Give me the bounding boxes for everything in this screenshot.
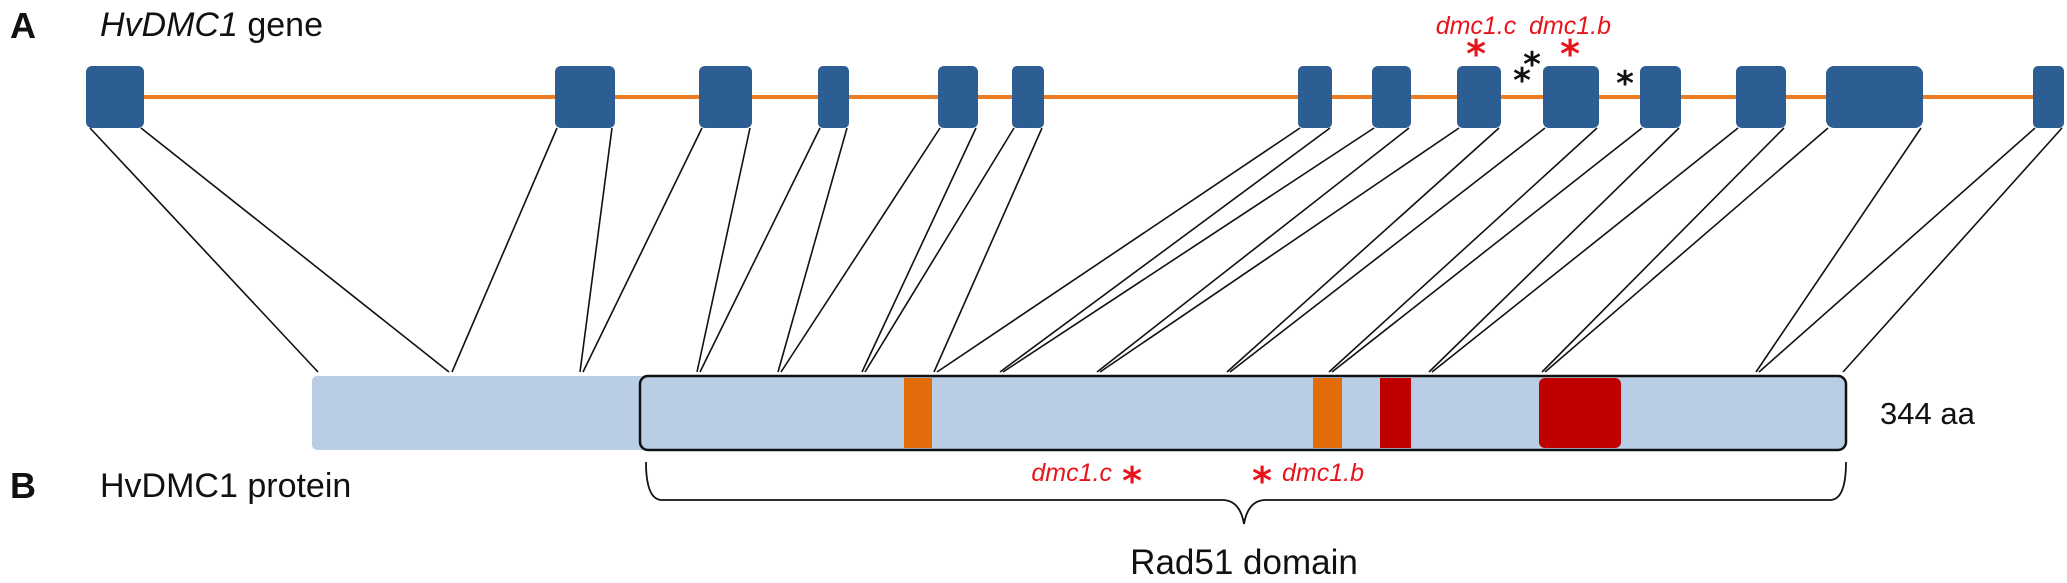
protein-mutation-label-dmc1b: dmc1.b <box>1282 459 1364 487</box>
connector-line <box>1431 127 1739 373</box>
connector-line <box>1544 127 1829 373</box>
exon-12 <box>1736 66 1786 128</box>
gene-mutation-label-dmc1b: dmc1.b <box>1529 12 1611 40</box>
connector-line <box>1758 127 2036 373</box>
connector-line <box>936 127 1301 373</box>
connector-line <box>1328 127 1598 373</box>
connector-line <box>1428 127 1680 373</box>
connector-line <box>89 127 319 373</box>
protein-star-dmc1c: * <box>1122 459 1142 503</box>
gene-star-black-2: * <box>1513 61 1531 101</box>
connector-line <box>864 127 1015 373</box>
connector-line <box>451 127 558 373</box>
exon-10 <box>1543 66 1599 128</box>
gene-star-dmc1b: * <box>1560 32 1580 76</box>
gene-star-black-1: * <box>1523 45 1541 85</box>
protein-length-label: 344 aa <box>1880 396 1976 431</box>
exon-7 <box>1298 66 1332 128</box>
protein-star-dmc1b: * <box>1252 459 1272 503</box>
red-motif-1 <box>1380 378 1411 448</box>
connector-line <box>140 127 450 373</box>
exon-11 <box>1640 66 1681 128</box>
exon-8 <box>1372 66 1411 128</box>
exon-5 <box>938 66 978 128</box>
connector-line <box>1229 127 1546 373</box>
connector-line <box>933 127 1043 373</box>
gene-star-dmc1c: * <box>1466 32 1486 76</box>
red-motif-2 <box>1539 378 1621 448</box>
orange-motif-1 <box>904 378 932 448</box>
exon-14 <box>2033 66 2064 128</box>
gene-title-suffix: gene <box>238 6 323 44</box>
rad51-domain-region <box>638 374 1848 452</box>
gene-mutation-label-dmc1c: dmc1.c <box>1436 12 1517 40</box>
exon-protein-connectors <box>89 127 2063 373</box>
exon-4 <box>818 66 849 128</box>
connector-line <box>1755 127 1922 373</box>
connector-line <box>1002 127 1375 373</box>
protein-mutation-label-dmc1c: dmc1.c <box>1031 459 1112 487</box>
exon-group <box>86 66 2064 128</box>
connector-line <box>999 127 1331 373</box>
exon-6 <box>1012 66 1044 128</box>
protein-title: HvDMC1 protein <box>100 467 351 505</box>
orange-motif-2 <box>1313 378 1342 448</box>
gene-title: HvDMC1 gene <box>100 6 323 44</box>
connector-line <box>777 127 848 373</box>
panel-a-letter: A <box>10 5 36 46</box>
connector-line <box>1226 127 1500 373</box>
exon-9 <box>1457 66 1501 128</box>
connector-line <box>579 127 613 373</box>
gene-star-black-3: * <box>1616 64 1634 104</box>
protein-n-terminal-region <box>312 376 652 450</box>
domain-brace <box>645 461 1847 525</box>
connector-line <box>699 127 821 373</box>
connector-line <box>780 127 941 373</box>
exon-1 <box>86 66 144 128</box>
connector-line <box>1541 127 1785 373</box>
connector-line <box>1096 127 1410 373</box>
panel-b-letter: B <box>10 465 36 506</box>
gene-name: HvDMC1 <box>100 6 238 44</box>
connector-line <box>861 127 977 373</box>
connector-line <box>696 127 751 373</box>
connector-line <box>1099 127 1460 373</box>
connector-line <box>582 127 703 373</box>
exon-2 <box>555 66 615 128</box>
connector-line <box>1842 127 2063 373</box>
exon-13 <box>1826 66 1923 128</box>
exon-3 <box>699 66 752 128</box>
connector-line <box>1331 127 1643 373</box>
domain-label: Rad51 domain <box>1130 543 1358 582</box>
